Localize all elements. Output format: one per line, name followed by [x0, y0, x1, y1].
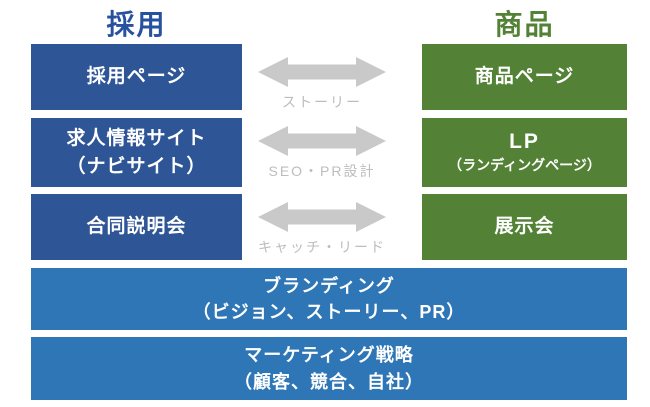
band-sublabel: （ビジョン、ストーリー、PR） — [192, 302, 466, 322]
band-branding: ブランディング （ビジョン、ストーリー、PR） — [31, 268, 627, 330]
connector-seo-pr: SEO・PR設計 — [250, 126, 394, 181]
box-product-page: 商品ページ — [422, 44, 627, 110]
box-label: 商品ページ — [474, 66, 575, 88]
connector-story: ストーリー — [250, 57, 394, 112]
band-label: ブランディング — [263, 275, 395, 296]
band-label: マーケティング戦略 — [244, 345, 414, 366]
box-job-info-site: 求人情報サイト （ナビサイト） — [31, 118, 242, 187]
column-header-product: 商品 — [494, 9, 555, 40]
double-arrow-icon — [258, 57, 386, 87]
box-joint-briefing: 合同説明会 — [31, 194, 242, 260]
box-sublabel: （ナビサイト） — [66, 155, 207, 177]
band-marketing-strategy: マーケティング戦略 （顧客、競合、自社） — [31, 337, 627, 400]
connector-catch-lead: キャッチ・リード — [250, 202, 394, 257]
box-label: 採用ページ — [86, 66, 187, 88]
column-header-recruit: 採用 — [106, 9, 167, 40]
connector-label: ストーリー — [282, 94, 362, 110]
band-sublabel: （顧客、競合、自社） — [234, 371, 424, 392]
box-landing-page: LP （ランディングページ） — [422, 118, 627, 187]
box-label: LP — [509, 130, 540, 154]
connector-label: キャッチ・リード — [258, 239, 386, 255]
box-label: 合同説明会 — [86, 216, 187, 238]
double-arrow-icon — [258, 202, 386, 232]
double-arrow-icon — [258, 126, 386, 156]
box-label: 展示会 — [494, 216, 555, 238]
box-recruit-page: 採用ページ — [31, 44, 242, 110]
box-label: 求人情報サイト — [66, 127, 207, 149]
connector-label: SEO・PR設計 — [268, 163, 376, 179]
box-exhibition: 展示会 — [422, 194, 627, 260]
box-sublabel: （ランディングページ） — [448, 156, 601, 173]
